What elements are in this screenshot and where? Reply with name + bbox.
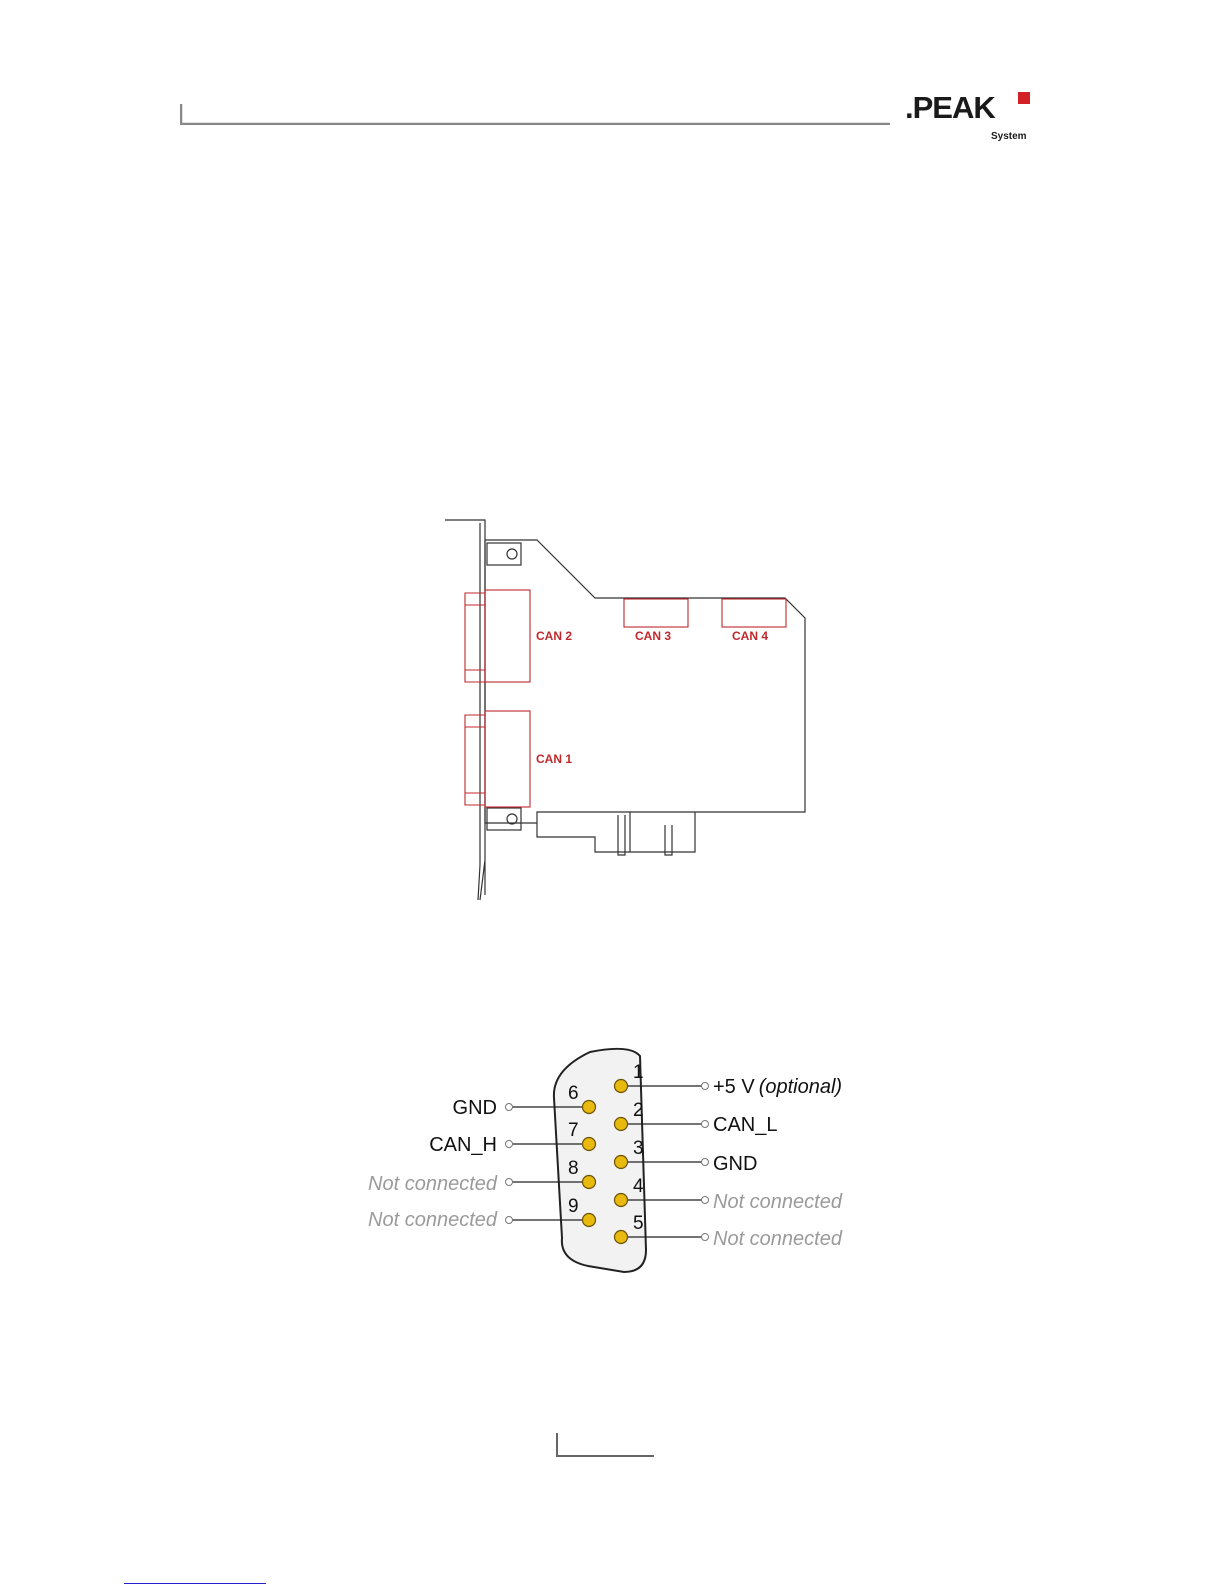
pin-1-contact <box>615 1080 628 1093</box>
port-label-can3: CAN 3 <box>635 629 671 643</box>
pin-1-terminal <box>702 1083 709 1090</box>
dsub-drawing: 1 2 3 4 5 6 7 8 9 +5 V(optional) CAN_L GND Not c… <box>340 1040 880 1280</box>
pin-1-label: +5 V(optional) <box>713 1076 842 1098</box>
pin-2-contact <box>615 1118 628 1131</box>
pin-9-contact <box>583 1214 596 1227</box>
bottom-link-underline <box>124 1583 266 1584</box>
logo-red-square <box>1018 92 1030 104</box>
pin-2-terminal <box>702 1121 709 1128</box>
pin-7-number: 7 <box>568 1120 579 1141</box>
pin-4-label: Not connected <box>713 1191 843 1213</box>
pin-9-label: Not connected <box>368 1209 498 1231</box>
pin-8-contact <box>583 1176 596 1189</box>
pin-4-terminal <box>702 1197 709 1204</box>
pin-8-label: Not connected <box>368 1173 498 1195</box>
pin-2-number: 2 <box>633 1100 644 1121</box>
pin-8-terminal <box>506 1179 513 1186</box>
pin-6-terminal <box>506 1104 513 1111</box>
pin-4-contact <box>615 1194 628 1207</box>
pin-7-contact <box>583 1138 596 1151</box>
logo-subtitle: System <box>991 131 1027 142</box>
pin-6-label: GND <box>453 1097 497 1119</box>
pin-3-terminal <box>702 1159 709 1166</box>
port-label-can1: CAN 1 <box>536 752 572 766</box>
dsub-pinout-diagram: 1 2 3 4 5 6 7 8 9 +5 V(optional) CAN_L GND Not c… <box>340 1040 880 1280</box>
card-drawing: CAN 2 CAN 3 CAN 4 CAN 1 <box>440 515 810 905</box>
pin-3-label: GND <box>713 1153 757 1175</box>
pin-7-terminal <box>506 1141 513 1148</box>
pin-9-number: 9 <box>568 1196 579 1217</box>
header-rule <box>180 104 890 125</box>
pin-4-number: 4 <box>633 1176 644 1197</box>
pin-5-terminal <box>702 1234 709 1241</box>
can-connectors <box>465 590 786 807</box>
pin-6-contact <box>583 1101 596 1114</box>
port-label-can4: CAN 4 <box>732 629 768 643</box>
pin-8-number: 8 <box>568 1158 579 1179</box>
pin-5-label: Not connected <box>713 1228 843 1250</box>
pin-3-contact <box>615 1156 628 1169</box>
logo-wordmark: .PEAK <box>905 92 995 123</box>
pin-5-contact <box>615 1231 628 1244</box>
pin-1-number: 1 <box>633 1062 644 1083</box>
pin-6-number: 6 <box>568 1083 579 1104</box>
pin-9-terminal <box>506 1217 513 1224</box>
pcie-card-diagram: CAN 2 CAN 3 CAN 4 CAN 1 <box>440 515 810 905</box>
peak-system-logo: .PEAK System <box>905 92 1033 144</box>
pin-2-label: CAN_L <box>713 1114 777 1136</box>
footer-rule <box>556 1433 654 1457</box>
pin-5-number: 5 <box>633 1213 644 1234</box>
pin-3-number: 3 <box>633 1138 644 1159</box>
port-label-can2: CAN 2 <box>536 629 572 643</box>
pin-7-label: CAN_H <box>429 1134 497 1156</box>
